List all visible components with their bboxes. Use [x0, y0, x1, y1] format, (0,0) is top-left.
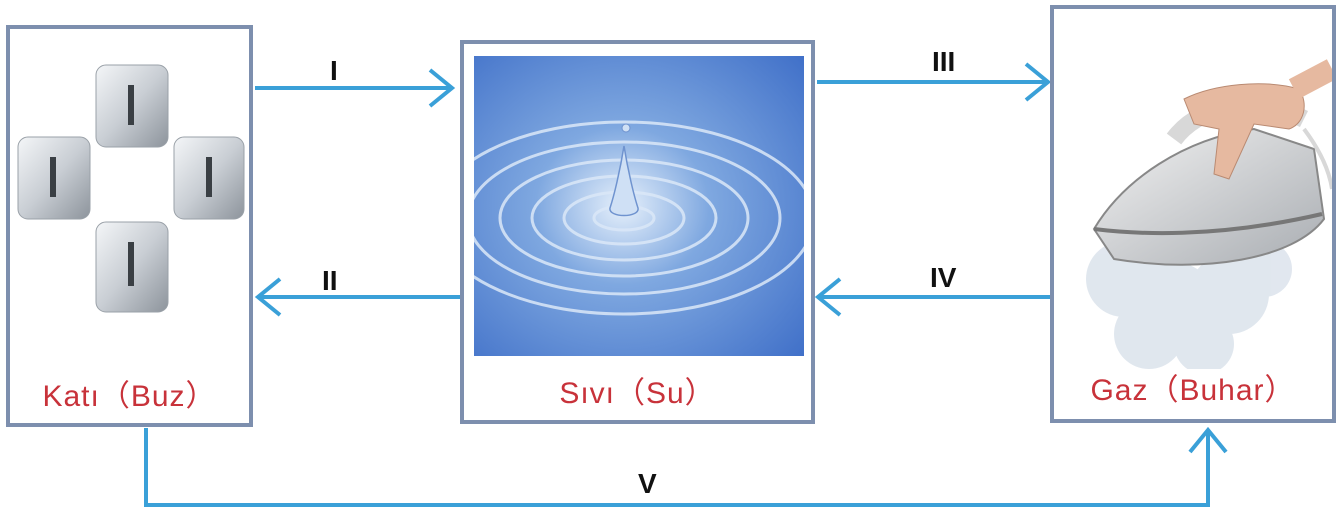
gas-state-label: Gaz（Buhar） [1090, 374, 1296, 407]
arrow-v [144, 428, 1210, 507]
ice-cube [17, 136, 91, 220]
solid-state-label: Katı（Buz） [42, 380, 217, 413]
label-ii: II [322, 265, 338, 296]
arrow-i-head [428, 68, 456, 108]
arrow-iii-head [1024, 62, 1052, 102]
label-iv: IV [930, 262, 957, 293]
ice-cubes-icon [17, 64, 245, 313]
liquid-state-label: Sıvı（Su） [559, 377, 716, 410]
label-iii: III [932, 46, 956, 77]
arrow-v-head [1188, 426, 1228, 454]
ice-cube [95, 221, 169, 313]
label-v: V [638, 468, 657, 499]
arrow-iv-head [814, 277, 842, 317]
ice-cube [95, 64, 169, 148]
arrow-ii-head [254, 277, 282, 317]
solid-state-panel: Katı（Buz） [6, 25, 253, 427]
ice-cube [173, 136, 245, 220]
gas-state-panel: Gaz（Buhar） [1050, 5, 1336, 423]
steam-iron-icon [1086, 59, 1332, 369]
label-i: I [330, 55, 338, 86]
water-ripple-icon [474, 56, 804, 356]
liquid-state-panel: Sıvı（Su） [460, 40, 815, 424]
